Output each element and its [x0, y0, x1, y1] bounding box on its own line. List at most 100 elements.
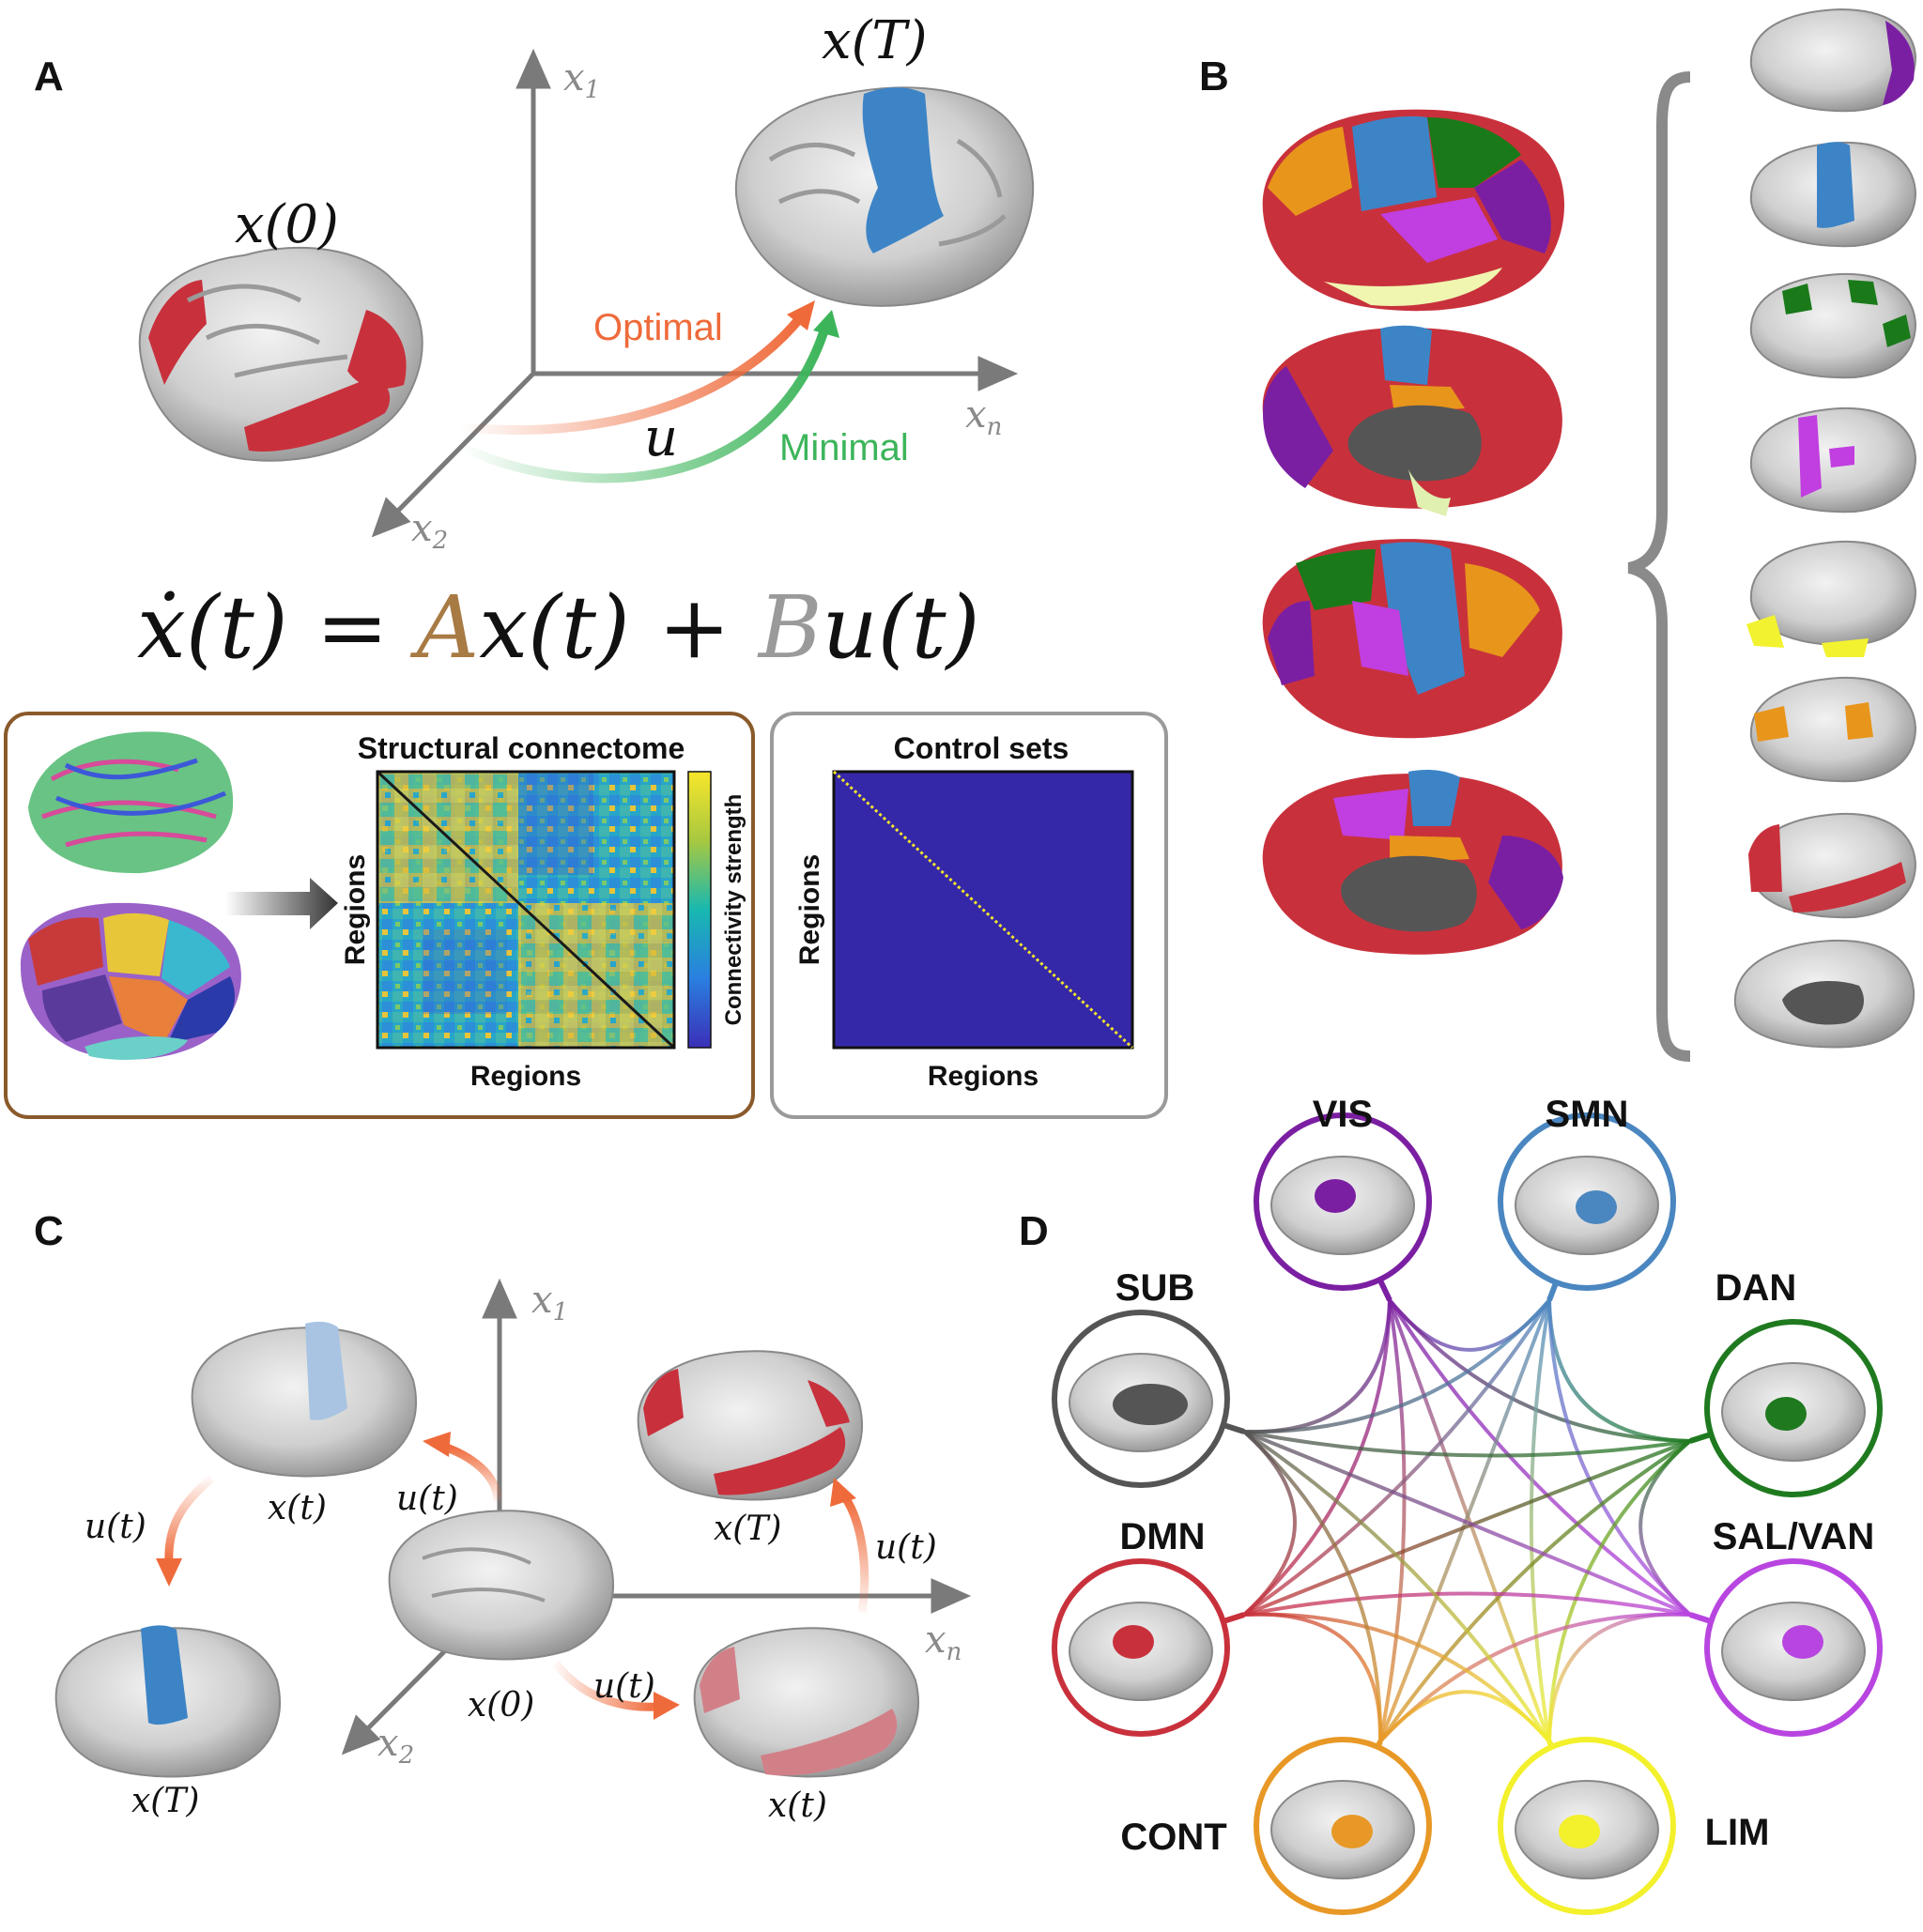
- state-target-label: x(T): [822, 10, 928, 71]
- atlas-brain-medial-left: [1262, 325, 1562, 516]
- c-xt-bottom-right-label: x(t): [768, 1786, 827, 1825]
- axis-xn-label: xn: [965, 393, 1002, 441]
- connectome-matrix: [376, 770, 676, 1050]
- network-node-lim: LIM: [1498, 1737, 1769, 1915]
- colorbar-label: Connectivity strength: [721, 794, 746, 1026]
- network-brace: [1627, 71, 1691, 1062]
- network-brain-cont: [1749, 676, 1917, 783]
- control-sets-title: Control sets: [894, 731, 1069, 765]
- network-node-sub: SUB: [1052, 1267, 1230, 1488]
- optimal-label: Optimal: [593, 307, 723, 348]
- connection-dan-cont: [1378, 1439, 1692, 1743]
- minimal-label: Minimal: [779, 427, 909, 468]
- c-arrow-right-up: [841, 1495, 869, 1614]
- brain-c-top-right: [637, 1350, 863, 1501]
- connection-smn-dan: [1547, 1299, 1691, 1443]
- control-sets-ylabel: Regions: [794, 854, 825, 965]
- panel-letter-a: A: [34, 54, 64, 100]
- c-axis-x2-label: x2: [377, 1722, 414, 1770]
- minimal-arrowhead: [813, 310, 839, 338]
- minimal-trajectory: [457, 322, 831, 483]
- c-axis-xn-label: xn: [925, 1618, 962, 1666]
- spoke-smn: [1546, 1280, 1560, 1302]
- optimal-arrowhead: [787, 300, 815, 330]
- c-arrow-bottom-right: [552, 1661, 658, 1711]
- connection-vis-lim: [1388, 1299, 1551, 1742]
- parcellated-brain-image: [20, 902, 241, 1060]
- axis-x1-label: x1: [563, 56, 600, 104]
- panel-letter-c: C: [34, 1208, 64, 1254]
- network-highlight-smn: [1576, 1190, 1617, 1224]
- panel-letter-d: D: [1019, 1208, 1049, 1254]
- network-highlight-dmn: [1113, 1625, 1154, 1659]
- connectome-colorbar: [687, 771, 712, 1049]
- connection-dan-sub: [1243, 1430, 1691, 1458]
- c-xT-bottom-left-label: x(T): [131, 1782, 199, 1820]
- network-label-cont: CONT: [1120, 1817, 1226, 1858]
- brain-c-initial: [388, 1510, 614, 1661]
- c-xt-top-left-label: x(t): [268, 1489, 327, 1527]
- network-highlight-dan: [1765, 1397, 1807, 1431]
- network-highlight-vis: [1315, 1179, 1356, 1213]
- connection-smn-dmn: [1242, 1298, 1551, 1617]
- connection-vis-dmn: [1242, 1299, 1392, 1617]
- axis-x2-label: x2: [411, 507, 448, 555]
- c-x0-label: x(0): [468, 1686, 534, 1725]
- network-label-sal-van: SAL/VAN: [1713, 1516, 1875, 1557]
- brain-c-top-left: [191, 1321, 417, 1478]
- c-arrow-center-up: [439, 1441, 502, 1503]
- network-highlight-sal-van: [1782, 1625, 1823, 1659]
- spoke-dan: [1689, 1432, 1713, 1444]
- optimal-trajectory: [459, 311, 807, 436]
- connection-sal-van-sub: [1243, 1430, 1691, 1617]
- connection-dan-sal-van: [1638, 1439, 1692, 1617]
- c-u-right-label: u(t): [875, 1528, 937, 1567]
- connectome-ylabel: Regions: [340, 854, 371, 965]
- network-node-dan: DAN: [1704, 1267, 1883, 1497]
- connection-dmn-sub: [1242, 1430, 1297, 1617]
- spoke-sal-van: [1689, 1612, 1713, 1624]
- spoke-dmn: [1222, 1612, 1245, 1624]
- network-label-dmn: DMN: [1119, 1516, 1205, 1557]
- network-label-smn: SMN: [1546, 1094, 1629, 1135]
- network-brain-lim: [1746, 540, 1917, 657]
- network-brain-dan: [1749, 272, 1917, 379]
- connection-sal-van-lim: [1547, 1612, 1691, 1742]
- c-arrowhead-left-down: [156, 1558, 182, 1587]
- atlas-brain-lateral-left: [1262, 109, 1565, 312]
- control-sets-matrix: [832, 770, 1134, 1050]
- connection-lim-sub: [1242, 1430, 1551, 1743]
- network-brain-column: [1733, 8, 1917, 1049]
- control-sets-box: [770, 712, 1168, 1119]
- processing-arrow: [225, 878, 338, 929]
- c-arrowhead-bottom-right: [654, 1692, 680, 1720]
- connection-sal-van-dmn: [1243, 1591, 1691, 1617]
- connection-smn-lim: [1529, 1299, 1551, 1742]
- network-highlight-lim: [1559, 1815, 1600, 1848]
- network-highlight-sub: [1113, 1384, 1188, 1425]
- c-arrowhead-center-up: [423, 1432, 451, 1457]
- connection-vis-sub: [1243, 1299, 1392, 1434]
- connection-dan-lim: [1547, 1439, 1692, 1742]
- control-u-label: u: [644, 407, 678, 468]
- network-highlight-cont: [1331, 1815, 1373, 1848]
- atlas-brain-lateral-right: [1262, 539, 1562, 739]
- brain-c-bottom-right: [693, 1627, 919, 1778]
- c-arrowhead-right-up: [830, 1478, 856, 1507]
- connection-smn-sal-van: [1547, 1299, 1692, 1617]
- network-brain-vis: [1749, 8, 1917, 113]
- network-label-sub: SUB: [1115, 1267, 1194, 1309]
- spoke-vis: [1377, 1278, 1392, 1302]
- c-arrow-left-down: [164, 1475, 214, 1564]
- spoke-sub: [1222, 1422, 1245, 1434]
- c-u-center-label: u(t): [396, 1480, 458, 1518]
- control-sets-xlabel: Regions: [928, 1061, 1038, 1092]
- panel-letter-b: B: [1199, 54, 1229, 100]
- connection-vis-sal-van: [1388, 1298, 1692, 1617]
- connection-cont-dmn: [1243, 1612, 1383, 1742]
- connection-vis-cont: [1378, 1299, 1407, 1742]
- network-node-smn: SMN: [1498, 1094, 1676, 1291]
- network-brain-sal-van: [1749, 406, 1917, 514]
- brain-initial-state: [138, 246, 423, 462]
